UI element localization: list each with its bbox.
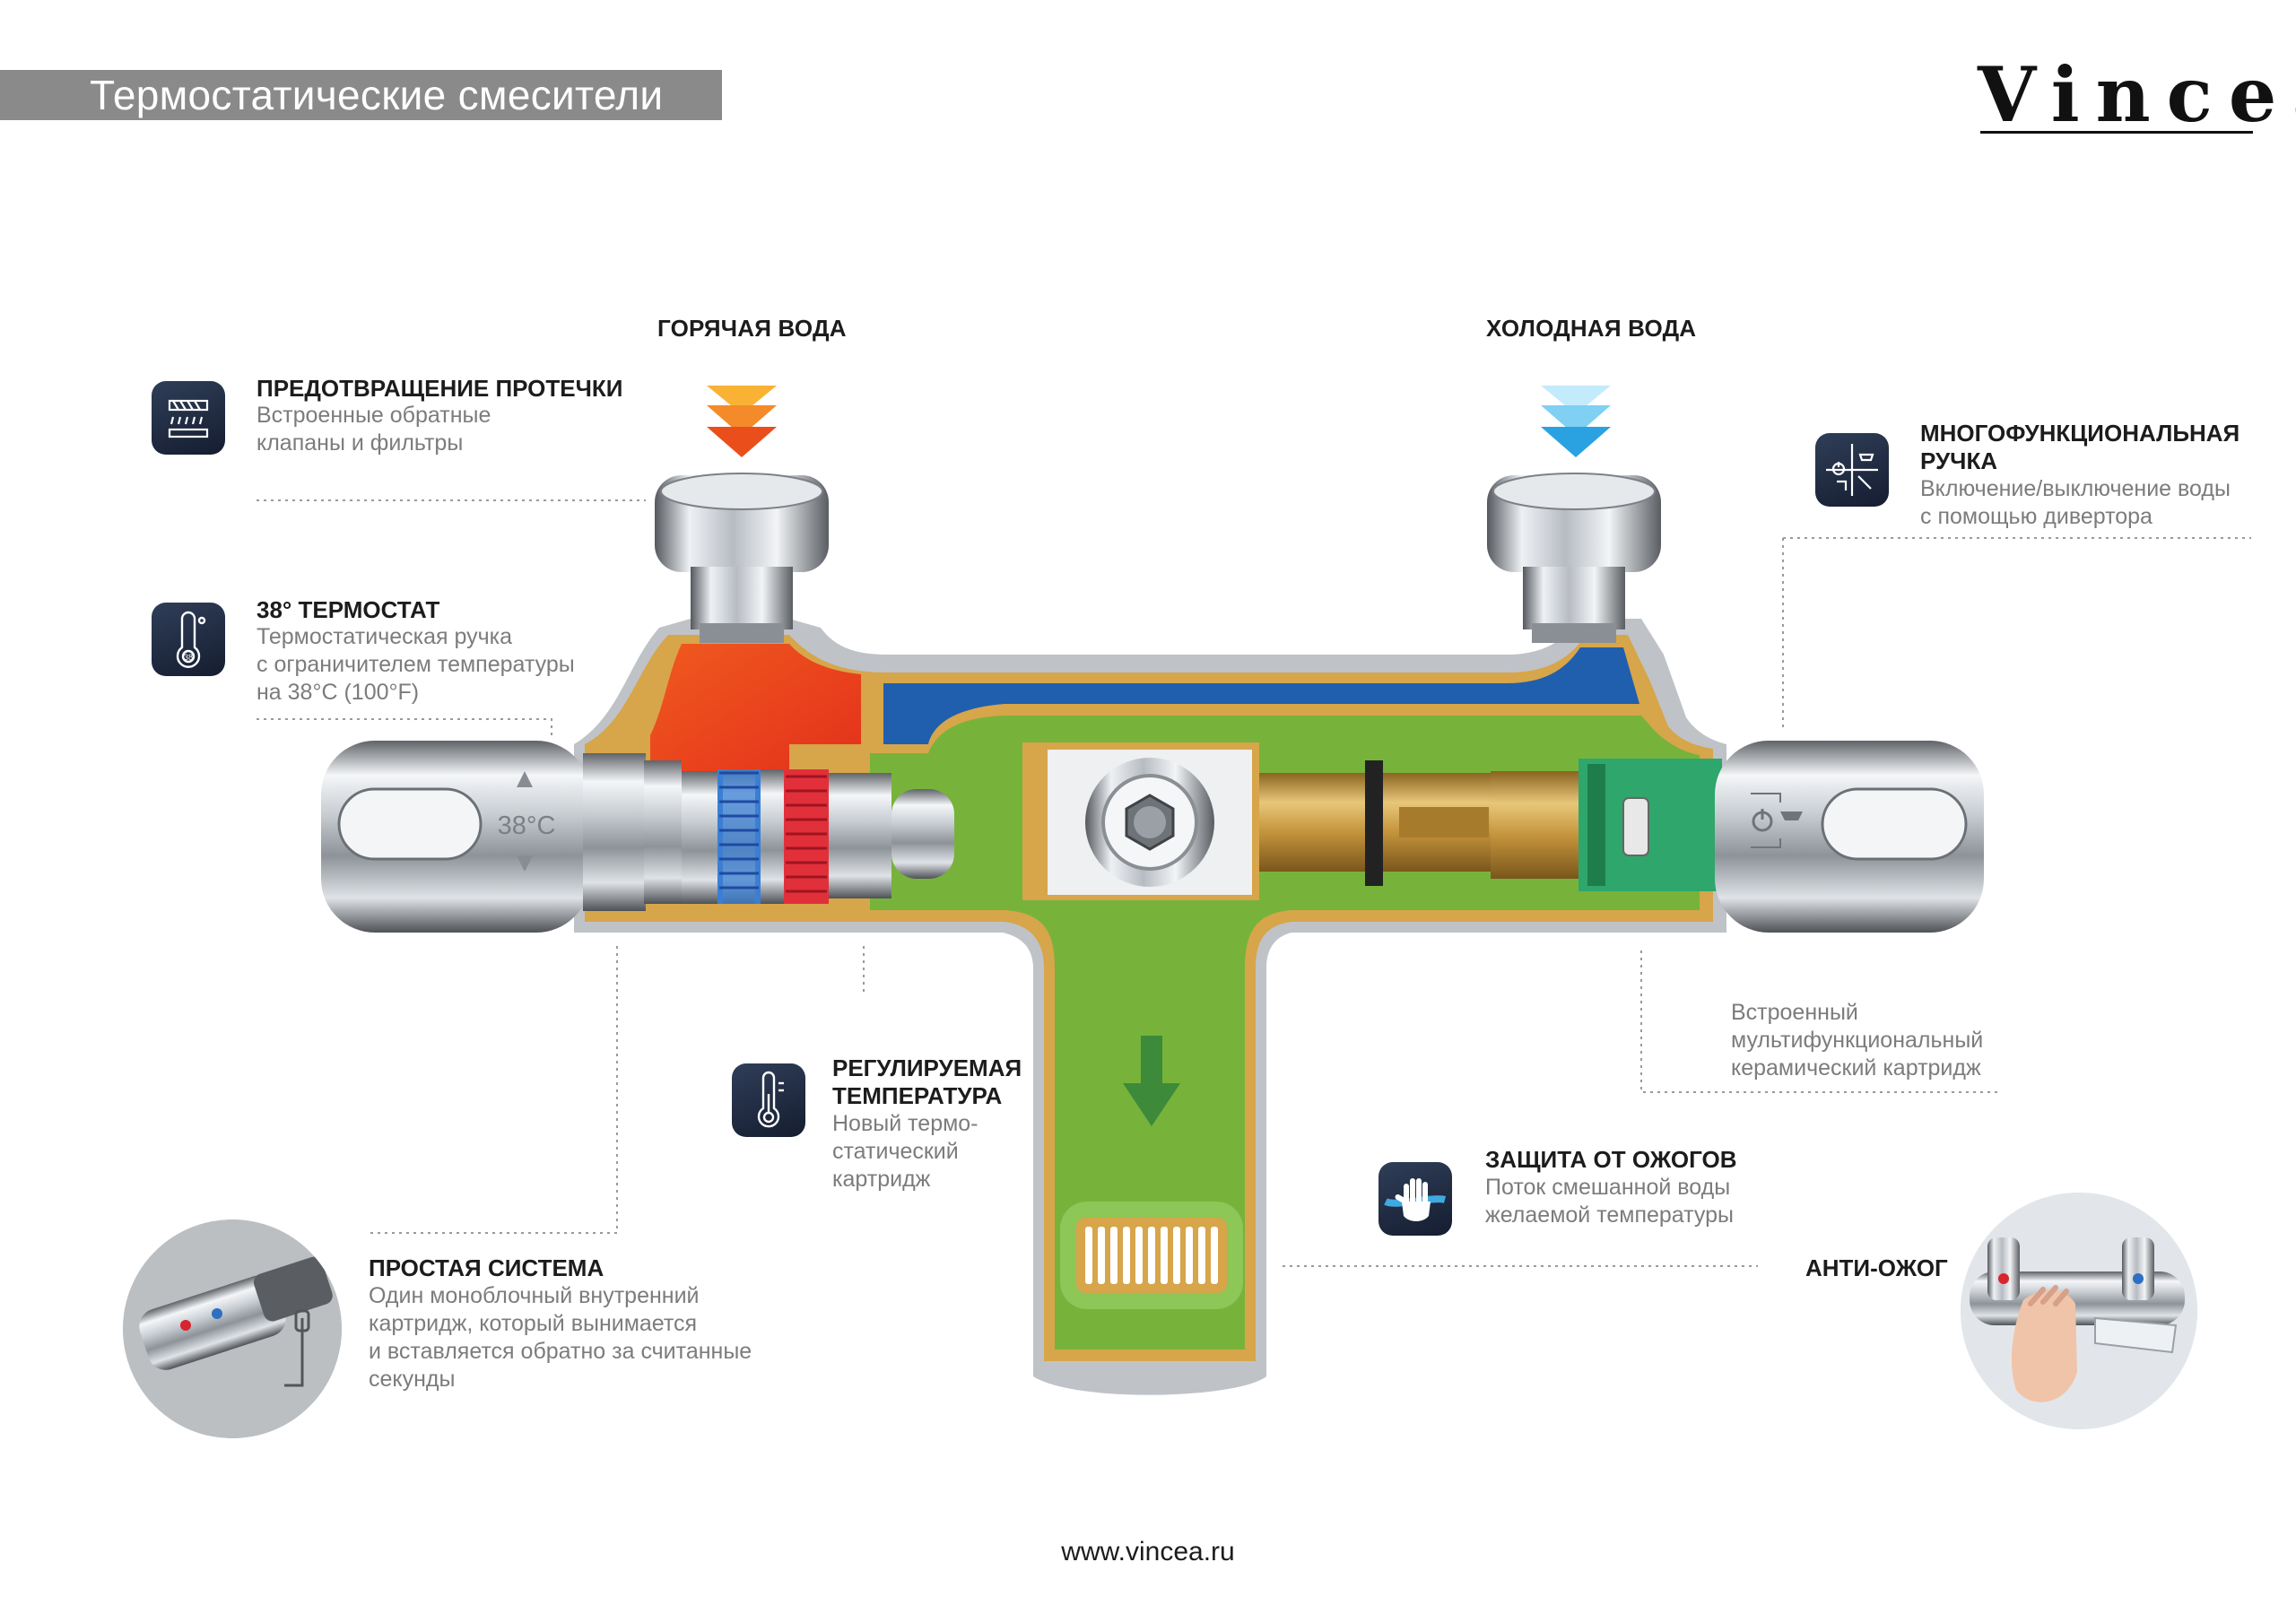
thermostat-38-title: 38° ТЕРМОСТАТ — [257, 596, 440, 623]
leak-prevention-title: ПРЕДОТВРАЩЕНИЕ ПРОТЕЧКИ — [257, 375, 623, 402]
multi-handle-line-2: с помощью дивертора — [1920, 504, 2152, 529]
svg-text:38: 38 — [184, 653, 193, 662]
handle-temp-label: 38°C — [498, 812, 556, 840]
outflow-arrow — [1123, 1036, 1180, 1126]
thermostat-handle-left — [321, 741, 590, 933]
brand-logo: Vincea — [1978, 50, 2296, 139]
adjustable-temp-line-1: Новый термо- — [832, 1111, 978, 1136]
multi-handle-line-1: Включение/выключение воды — [1920, 476, 2231, 501]
page-title: Термостатические смесители — [90, 72, 664, 118]
ceramic-cartridge-line-3: керамический картридж — [1731, 1055, 1981, 1081]
ceramic-cartridge-line-2: мультифункциональный — [1731, 1028, 1984, 1053]
thermostatic-cartridge — [583, 753, 954, 911]
leak-prevention-line-2: клапаны и фильтры — [257, 430, 464, 456]
ceramic-cartridge-line-1: Встроенный — [1731, 1000, 1858, 1025]
ceramic-cartridge — [1022, 742, 1722, 900]
diverter-handle-icon — [1815, 433, 1889, 507]
thermometer-icon — [732, 1063, 805, 1137]
hot-inlet-connector — [655, 473, 829, 643]
hot-water-chamber — [650, 644, 861, 780]
logo-underline — [1980, 131, 2253, 134]
adjustable-temp-line-3: картридж — [832, 1167, 931, 1192]
hot-water-label: ГОРЯЧАЯ ВОДА — [657, 315, 847, 342]
hand-shield-icon — [1378, 1162, 1452, 1236]
cold-water-chamber — [883, 647, 1639, 744]
multi-handle-title-line-2: РУЧКА — [1920, 447, 1998, 474]
simple-system-line-2: картридж, который вынимается — [369, 1311, 698, 1336]
anti-burn-photo — [1961, 1193, 2197, 1429]
cold-water-arrow — [1541, 386, 1611, 457]
multi-handle-title-line-1: МНОГОФУНКЦИОНАЛЬНАЯ — [1920, 420, 2240, 447]
cartridge-photo — [123, 1219, 342, 1438]
header-bar — [0, 70, 722, 120]
burn-protection-title: ЗАЩИТА ОТ ОЖОГОВ — [1485, 1146, 1737, 1173]
hot-water-arrow — [707, 386, 777, 457]
simple-system-line-1: Один моноблочный внутренний — [369, 1283, 700, 1308]
burn-protection-line-1: Поток смешанной воды — [1485, 1175, 1731, 1200]
footer-url[interactable]: www.vincea.ru — [1061, 1537, 1235, 1567]
cold-inlet-connector — [1487, 473, 1661, 643]
diverter-handle-right — [1715, 741, 1984, 933]
filter-valve-icon — [152, 381, 225, 455]
burn-protection-line-2: желаемой температуры — [1485, 1202, 1734, 1228]
adjustable-temp-line-2: статический — [832, 1139, 959, 1164]
leader-lines — [257, 499, 2251, 1267]
leak-prevention-line-1: Встроенные обратные — [257, 403, 491, 428]
thermostat-38-line-1: Термостатическая ручка — [257, 624, 513, 649]
simple-system-title: ПРОСТАЯ СИСТЕМА — [369, 1254, 604, 1281]
anti-burn-title: АНТИ-ОЖОГ — [1805, 1254, 1948, 1281]
adjustable-temp-title-line-2: ТЕМПЕРАТУРА — [832, 1082, 1003, 1109]
aerator-grille — [1060, 1202, 1243, 1309]
cold-water-label: ХОЛОДНАЯ ВОДА — [1486, 315, 1697, 342]
thermometer-38-icon: 38 — [152, 603, 225, 676]
thermostat-38-line-3: на 38°C (100°F) — [257, 680, 420, 705]
adjustable-temp-title-line-1: РЕГУЛИРУЕМАЯ — [832, 1055, 1022, 1081]
simple-system-line-4: секунды — [369, 1367, 456, 1392]
simple-system-line-3: и вставляется обратно за считанные — [369, 1339, 752, 1364]
thermostat-38-line-2: с ограничителем температуры — [257, 652, 575, 677]
